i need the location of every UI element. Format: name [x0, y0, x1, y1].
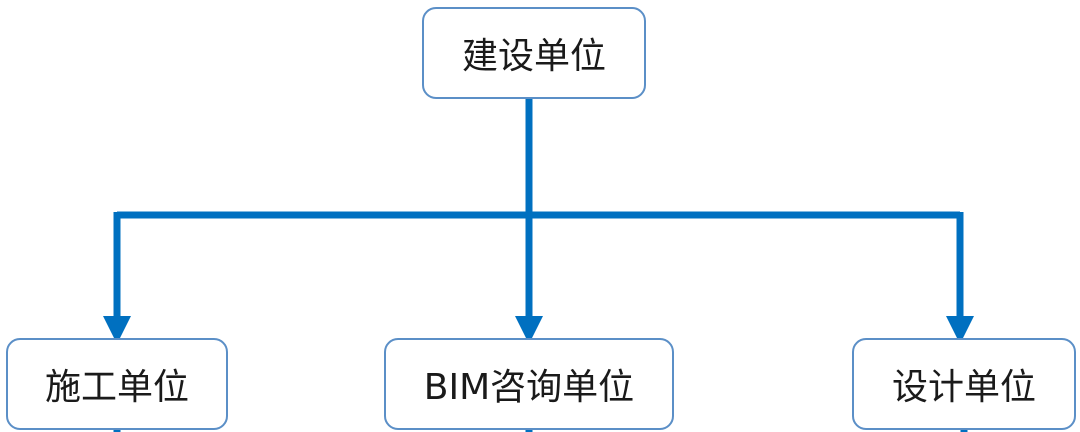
node-design-institute: 设计单位 — [852, 338, 1076, 430]
node-bim-consultant: BIM咨询单位 — [384, 338, 674, 430]
node-label: 施工单位 — [44, 367, 189, 408]
node-construction-owner: 建设单位 — [422, 7, 646, 99]
node-construction-contractor: 施工单位 — [6, 338, 228, 430]
node-label: 建设单位 — [461, 36, 606, 77]
node-label: BIM咨询单位 — [423, 367, 635, 408]
node-label: 设计单位 — [891, 367, 1036, 408]
